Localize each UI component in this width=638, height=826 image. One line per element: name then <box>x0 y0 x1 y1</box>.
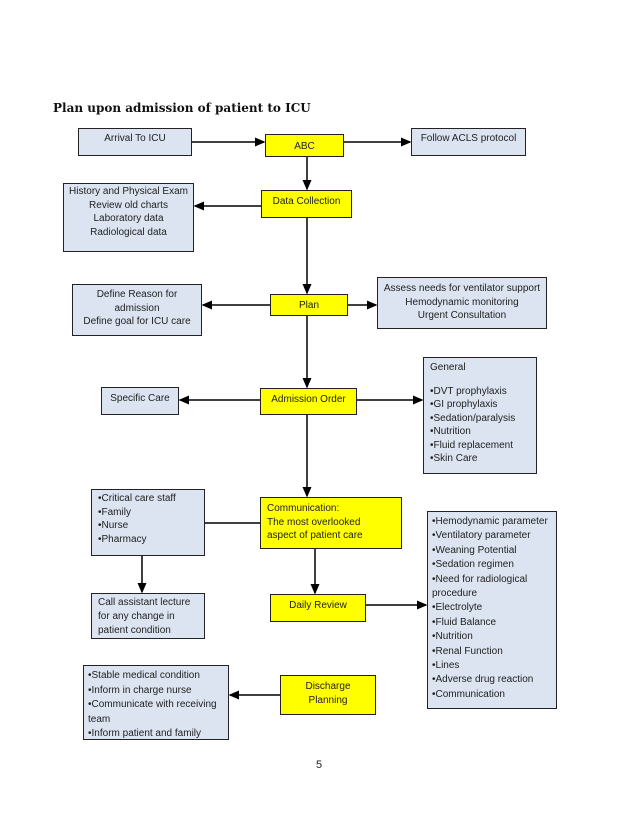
communication-line: aspect of patient care <box>267 530 363 541</box>
review-items-box: Hemodynamic parameter Ventilatory parame… <box>427 511 557 709</box>
discharge-item: Inform patient and family <box>88 727 224 739</box>
communication-box: Communication: The most overlooked aspec… <box>260 497 402 549</box>
review-item: Communication <box>432 688 552 702</box>
assess-line: Assess needs for ventilator support <box>383 283 541 294</box>
discharge-item: Stable medical condition <box>88 669 224 684</box>
call-assistant-box: Call assistant lecture for any change in… <box>91 593 205 639</box>
review-item: Weaning Potential <box>432 544 552 558</box>
review-item: Renal Function <box>432 645 552 659</box>
general-item: DVT prophylaxis <box>430 385 530 399</box>
review-item: Ventilatory parameter <box>432 529 552 543</box>
define-line: Define Reason for <box>96 289 178 300</box>
define-box: Define Reason for admission Define goal … <box>72 284 202 336</box>
acls-box: Follow ACLS protocol <box>411 128 526 156</box>
general-item: Nutrition <box>430 425 530 439</box>
daily-review-box: Daily Review <box>270 594 366 622</box>
review-item: Adverse drug reaction <box>432 673 552 687</box>
staff-item: Family <box>98 506 198 520</box>
discharge-planning-box: Discharge Planning <box>280 675 376 715</box>
discharge-item: Communicate with receiving team <box>88 698 224 727</box>
data-collection-box: Data Collection <box>261 190 352 218</box>
staff-box: Critical care staff Family Nurse Pharmac… <box>91 489 205 556</box>
assess-box: Assess needs for ventilator support Hemo… <box>377 277 547 329</box>
page-number: 5 <box>316 759 323 771</box>
staff-item: Pharmacy <box>98 533 198 547</box>
history-line: Laboratory data <box>93 213 164 224</box>
history-line: History and Physical Exam <box>69 186 188 197</box>
specific-care-box: Specific Care <box>101 387 179 415</box>
communication-line: Communication: <box>267 503 340 514</box>
assess-line: Hemodynamic monitoring <box>405 296 519 308</box>
general-item: GI prophylaxis <box>430 398 530 412</box>
general-item: Fluid replacement <box>430 439 530 453</box>
history-line: Review old charts <box>89 199 168 211</box>
staff-item: Critical care staff <box>98 492 198 506</box>
plan-box: Plan <box>270 294 348 316</box>
discharge-item: Inform in charge nurse <box>88 684 224 699</box>
general-item: Skin Care <box>430 452 530 466</box>
review-item: Lines <box>432 659 552 673</box>
communication-line: The most overlooked <box>267 516 361 528</box>
discharge-items-box: Stable medical condition Inform in charg… <box>83 665 229 740</box>
general-box: General DVT prophylaxis GI prophylaxis S… <box>423 357 537 474</box>
general-heading: General <box>430 362 466 373</box>
review-item: Electrolyte <box>432 601 552 615</box>
arrival-box: Arrival To ICU <box>78 128 192 156</box>
review-item: Hemodynamic parameter <box>432 515 552 529</box>
staff-item: Nurse <box>98 519 198 533</box>
assess-line: Urgent Consultation <box>417 310 507 321</box>
review-item: Need for radiological procedure <box>432 573 552 602</box>
admission-order-box: Admission Order <box>260 388 357 415</box>
page-title: Plan upon admission of patient to ICU <box>53 101 311 115</box>
history-line: Radiological data <box>90 226 167 238</box>
define-line: Define goal for ICU care <box>83 316 191 327</box>
review-item: Fluid Balance <box>432 616 552 630</box>
history-box: History and Physical Exam Review old cha… <box>63 183 194 252</box>
review-item: Sedation regimen <box>432 558 552 572</box>
review-item: Nutrition <box>432 630 552 644</box>
define-line: admission <box>114 302 160 314</box>
general-item: Sedation/paralysis <box>430 412 530 426</box>
abc-box: ABC <box>265 134 344 157</box>
